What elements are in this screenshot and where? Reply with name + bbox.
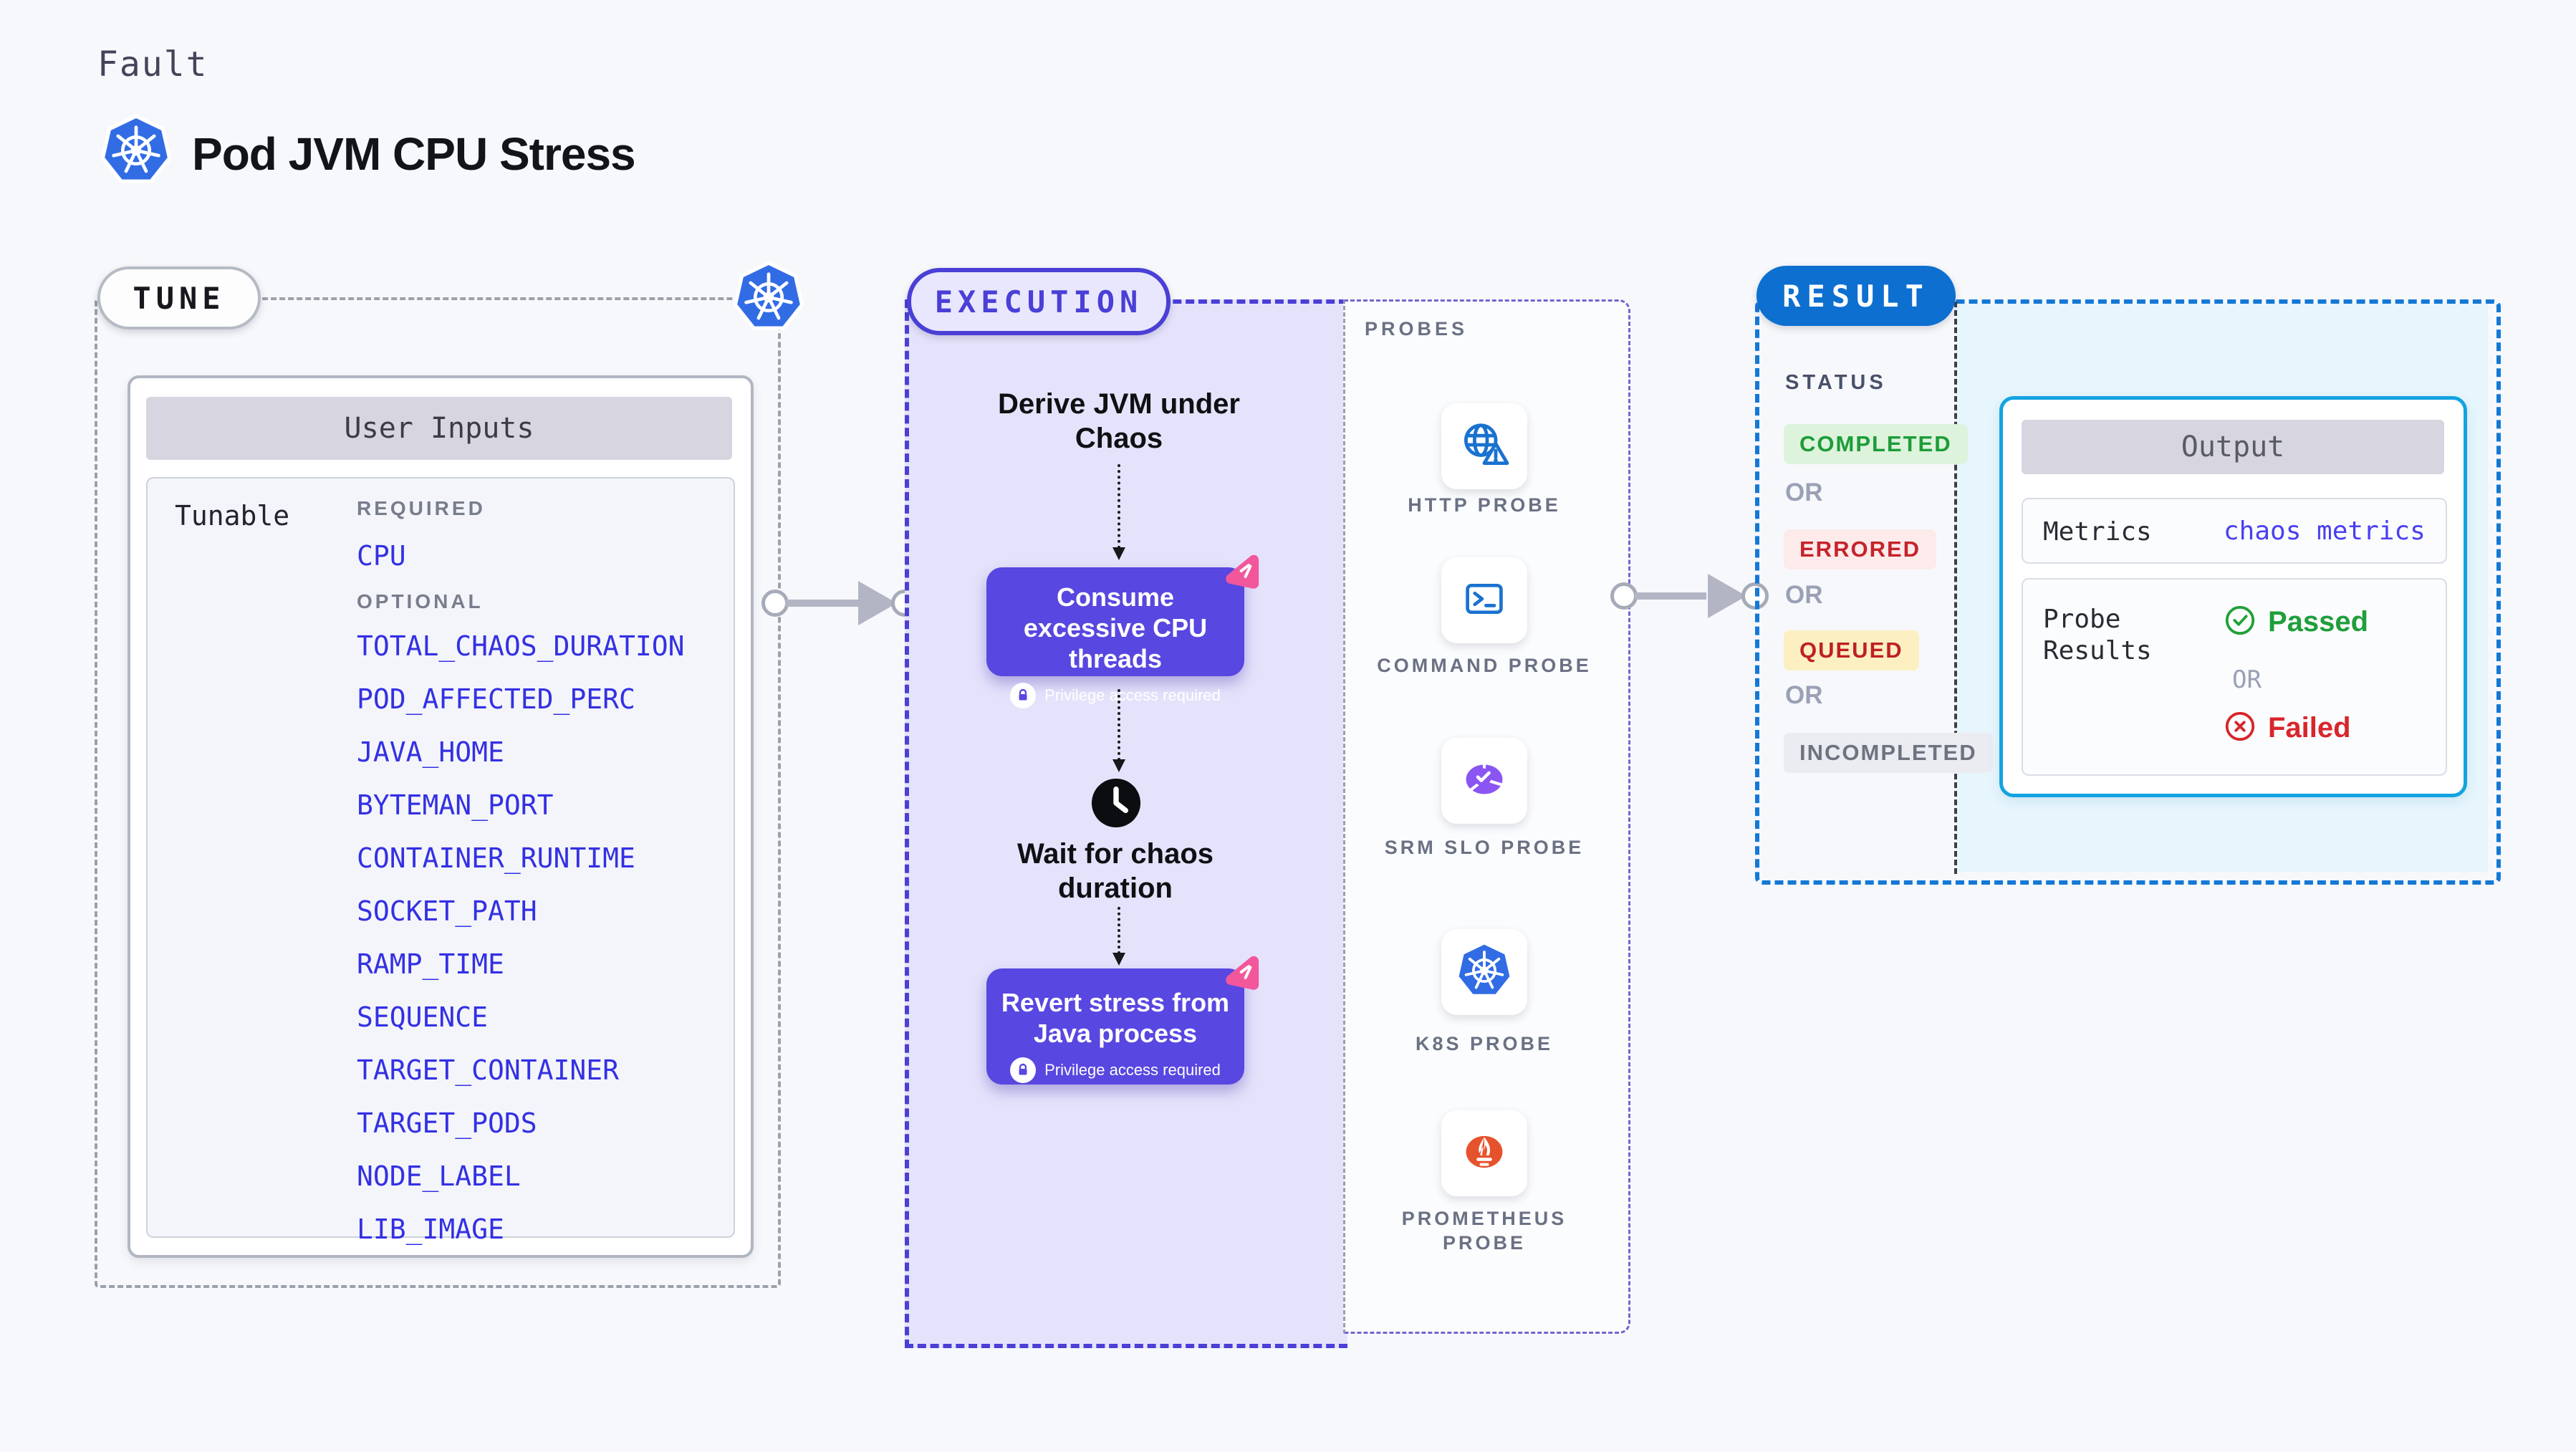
clock-icon: [1090, 777, 1143, 830]
step-revert-stress: Revert stress from Java process Privileg…: [986, 968, 1244, 1085]
probe-card-k8s: [1441, 929, 1527, 1015]
step-derive-jvm: Derive JVM under Chaos: [998, 388, 1240, 454]
page-title: Pod JVM CPU Stress: [192, 128, 636, 180]
metrics-value: chaos metrics: [2224, 516, 2426, 546]
env-var: JAVA_HOME: [357, 736, 504, 768]
result-badge: RESULT: [1756, 266, 1956, 326]
probe-label-prometheus: PROMETHEUS PROBE: [1401, 1208, 1567, 1254]
probe-label-srm-slo: SRM SLO PROBE: [1384, 837, 1585, 858]
probe-card-prometheus: [1441, 1110, 1527, 1196]
action-label: Consume excessive CPU threads: [1023, 582, 1208, 673]
step-consume-cpu: Consume excessive CPU threads Privilege …: [986, 567, 1244, 708]
fault-kicker: Fault: [97, 44, 208, 85]
terminal-icon: [1456, 571, 1512, 630]
tune-badge: TUNE: [97, 266, 261, 330]
connector-arrowhead-icon: [1708, 574, 1746, 618]
connector-node: [761, 590, 789, 617]
connector-line: [1635, 592, 1706, 600]
output-title: Output: [2022, 420, 2444, 474]
user-inputs-body: Tunable REQUIRED CPU OPTIONAL TOTAL_CHAO…: [146, 477, 735, 1245]
env-var: TOTAL_CHAOS_DURATION: [357, 630, 685, 662]
check-circle-icon: [2224, 604, 2257, 640]
failed-indicator: Failed: [2224, 710, 2351, 746]
lock-icon: [1010, 1057, 1037, 1083]
privilege-note: Privilege access required: [1044, 1061, 1221, 1079]
or-label: OR: [2232, 665, 2262, 694]
probe-results-label: Probe Results: [2043, 605, 2152, 665]
kubernetes-icon: [731, 260, 806, 335]
status-label: STATUS: [1785, 371, 1887, 394]
chaos-badge-icon: [1219, 948, 1264, 994]
probe-results-row: Probe Results Passed OR Failed: [2022, 578, 2447, 776]
kubernetes-icon: [99, 113, 173, 188]
chaos-badge-icon: [1219, 547, 1264, 592]
result-zone: [1755, 299, 2501, 885]
env-var: SOCKET_PATH: [357, 895, 537, 927]
metrics-row: Metrics chaos metrics: [2022, 498, 2447, 564]
probe-label-http: HTTP PROBE: [1408, 494, 1561, 516]
metrics-label: Metrics: [2043, 517, 2152, 547]
flow-connector: [1112, 464, 1125, 560]
slo-donut-check-icon: [1455, 750, 1514, 812]
user-inputs-card: User Inputs Tunable REQUIRED CPU OPTIONA…: [128, 375, 754, 1258]
step-wait-duration: Wait for chaos duration: [1017, 838, 1214, 904]
x-circle-icon: [2224, 710, 2257, 746]
probe-label-command: COMMAND PROBE: [1377, 655, 1592, 676]
env-var: SEQUENCE: [357, 1001, 489, 1033]
flow-connector: [1112, 689, 1125, 772]
connector-line: [785, 600, 860, 607]
status-badge-queued: QUEUED: [1784, 630, 1919, 670]
result-divider: [1954, 302, 1957, 874]
probe-card-http: [1441, 403, 1527, 489]
connector-node: [1610, 582, 1638, 610]
or-label: OR: [1785, 581, 1823, 609]
probes-column-label: PROBES: [1365, 318, 1469, 340]
env-var: BYTEMAN_PORT: [357, 789, 554, 821]
optional-section-label: OPTIONAL: [357, 590, 484, 612]
passed-label: Passed: [2268, 606, 2369, 638]
env-var: POD_AFFECTED_PERC: [357, 683, 635, 715]
failed-label: Failed: [2268, 712, 2351, 744]
globe-warning-icon: [1456, 416, 1513, 477]
flow-connector: [1112, 907, 1125, 966]
tune-zone: [95, 297, 781, 1288]
env-var: TARGET_PODS: [357, 1107, 537, 1139]
lock-icon: [1010, 683, 1037, 708]
status-badge-completed: COMPLETED: [1784, 424, 1968, 464]
env-var: RAMP_TIME: [357, 948, 504, 980]
probe-label-k8s: K8S PROBE: [1415, 1033, 1554, 1054]
required-section-label: REQUIRED: [357, 497, 486, 519]
or-label: OR: [1785, 479, 1823, 506]
probe-card-srm-slo: [1441, 738, 1527, 824]
probe-card-command: [1441, 557, 1527, 643]
connector-arrowhead-icon: [858, 581, 897, 625]
env-var: NODE_LABEL: [357, 1160, 521, 1192]
or-label: OR: [1785, 681, 1823, 709]
env-var: CONTAINER_RUNTIME: [357, 842, 635, 874]
tunable-row-label: Tunable: [175, 500, 290, 532]
prometheus-flame-icon: [1455, 1122, 1514, 1185]
env-var: LIB_IMAGE: [357, 1213, 504, 1245]
output-card: Output Metrics chaos metrics Probe Resul…: [1999, 396, 2467, 797]
status-badge-incompleted: INCOMPLETED: [1784, 733, 1993, 773]
user-inputs-title: User Inputs: [146, 397, 732, 460]
env-var: TARGET_CONTAINER: [357, 1054, 620, 1086]
kubernetes-icon: [1454, 941, 1514, 1004]
execution-badge: EXECUTION: [907, 268, 1171, 335]
passed-indicator: Passed: [2224, 604, 2368, 640]
status-badge-errored: ERRORED: [1784, 529, 1937, 569]
action-label: Revert stress from Java process: [1001, 988, 1230, 1048]
privilege-note: Privilege access required: [1044, 686, 1221, 704]
env-var: CPU: [357, 540, 406, 572]
